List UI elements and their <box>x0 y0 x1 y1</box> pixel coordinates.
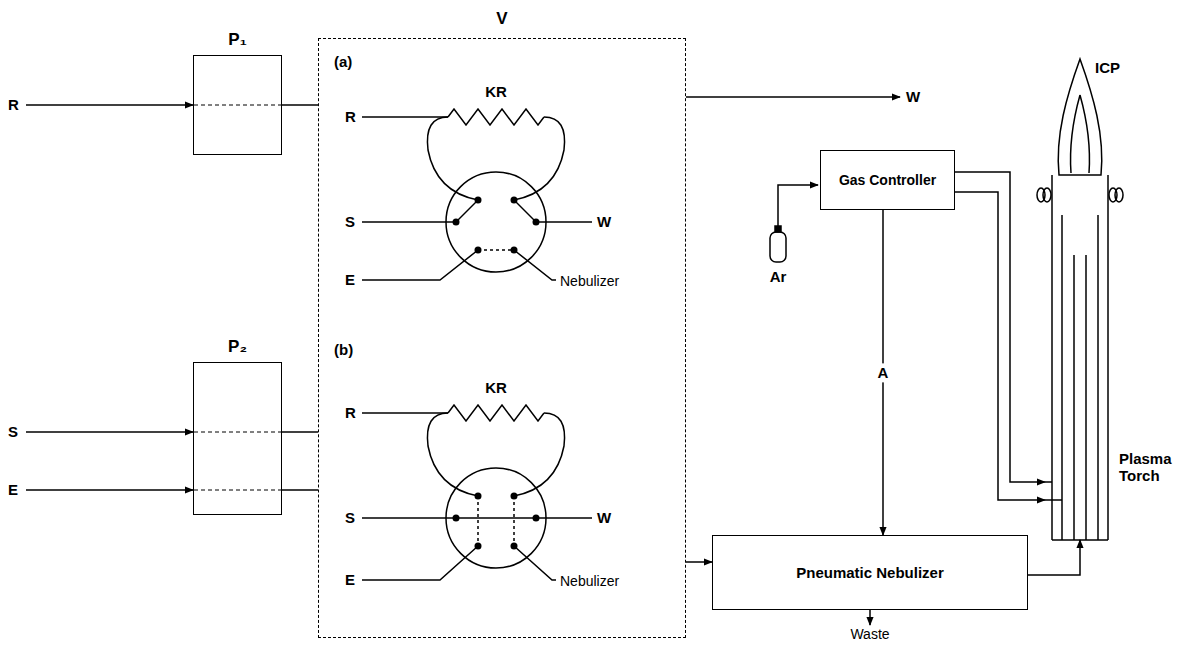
torch-label: ICP <box>1095 59 1120 76</box>
coil-label: KR <box>485 379 507 396</box>
flow-connector <box>282 489 318 491</box>
pump-channel <box>194 432 281 433</box>
output-name: Waste <box>850 626 889 642</box>
port-name: E <box>345 571 355 588</box>
valve-b <box>362 405 592 580</box>
node-label: Gas Controller <box>821 172 954 188</box>
panel-tag: (a) <box>334 53 352 70</box>
port-name: S <box>345 509 355 526</box>
panel-tag: (b) <box>334 341 353 358</box>
output-name: W <box>906 88 920 105</box>
pump-channel <box>194 105 281 106</box>
plasma-torch: ICPPlasma Torch <box>1045 55 1115 540</box>
node-label: P₂ <box>194 337 281 357</box>
gas-line <box>778 185 818 226</box>
pump-box: P₂ <box>193 362 282 515</box>
input-arrow <box>26 489 193 491</box>
nebulizer-box: Pneumatic Nebulizer <box>712 535 1028 610</box>
port-name: Nebulizer <box>560 573 619 589</box>
valve-a <box>362 109 592 280</box>
input-name: E <box>8 481 18 498</box>
flow-connector <box>955 172 1045 482</box>
coil-label: KR <box>485 83 507 100</box>
flow-connector <box>282 104 318 106</box>
node-label: Pneumatic Nebulizer <box>713 564 1027 581</box>
port-name: Nebulizer <box>560 273 619 289</box>
port-name: S <box>345 213 355 230</box>
cylinder-valve <box>775 226 781 232</box>
gas-cylinder <box>770 232 786 262</box>
pump-channel <box>194 490 281 491</box>
flow-connector <box>955 192 1045 500</box>
input-arrow <box>26 431 193 433</box>
torch-label: Plasma Torch <box>1119 450 1187 485</box>
port-name: W <box>597 213 611 230</box>
port-name: W <box>597 509 611 526</box>
controller-box: Gas Controller <box>820 150 955 210</box>
pump-box: P₁ <box>193 55 282 155</box>
gas-name: Ar <box>770 268 787 285</box>
waste-arrow <box>869 610 871 625</box>
waste-arrow <box>686 96 900 98</box>
edge-label: A <box>875 363 892 382</box>
port-name: R <box>345 108 356 125</box>
input-name: S <box>8 423 18 440</box>
port-name: E <box>345 271 355 288</box>
valve-frame: V <box>318 38 686 638</box>
flow-connector <box>686 561 712 563</box>
input-arrow <box>26 104 193 106</box>
node-label: V <box>319 9 685 29</box>
flow-connector <box>1028 540 1080 575</box>
port-name: R <box>345 404 356 421</box>
torch-drawing <box>1045 55 1115 540</box>
flow-connector <box>282 431 318 433</box>
input-name: R <box>8 96 19 113</box>
node-label: P₁ <box>194 30 281 50</box>
